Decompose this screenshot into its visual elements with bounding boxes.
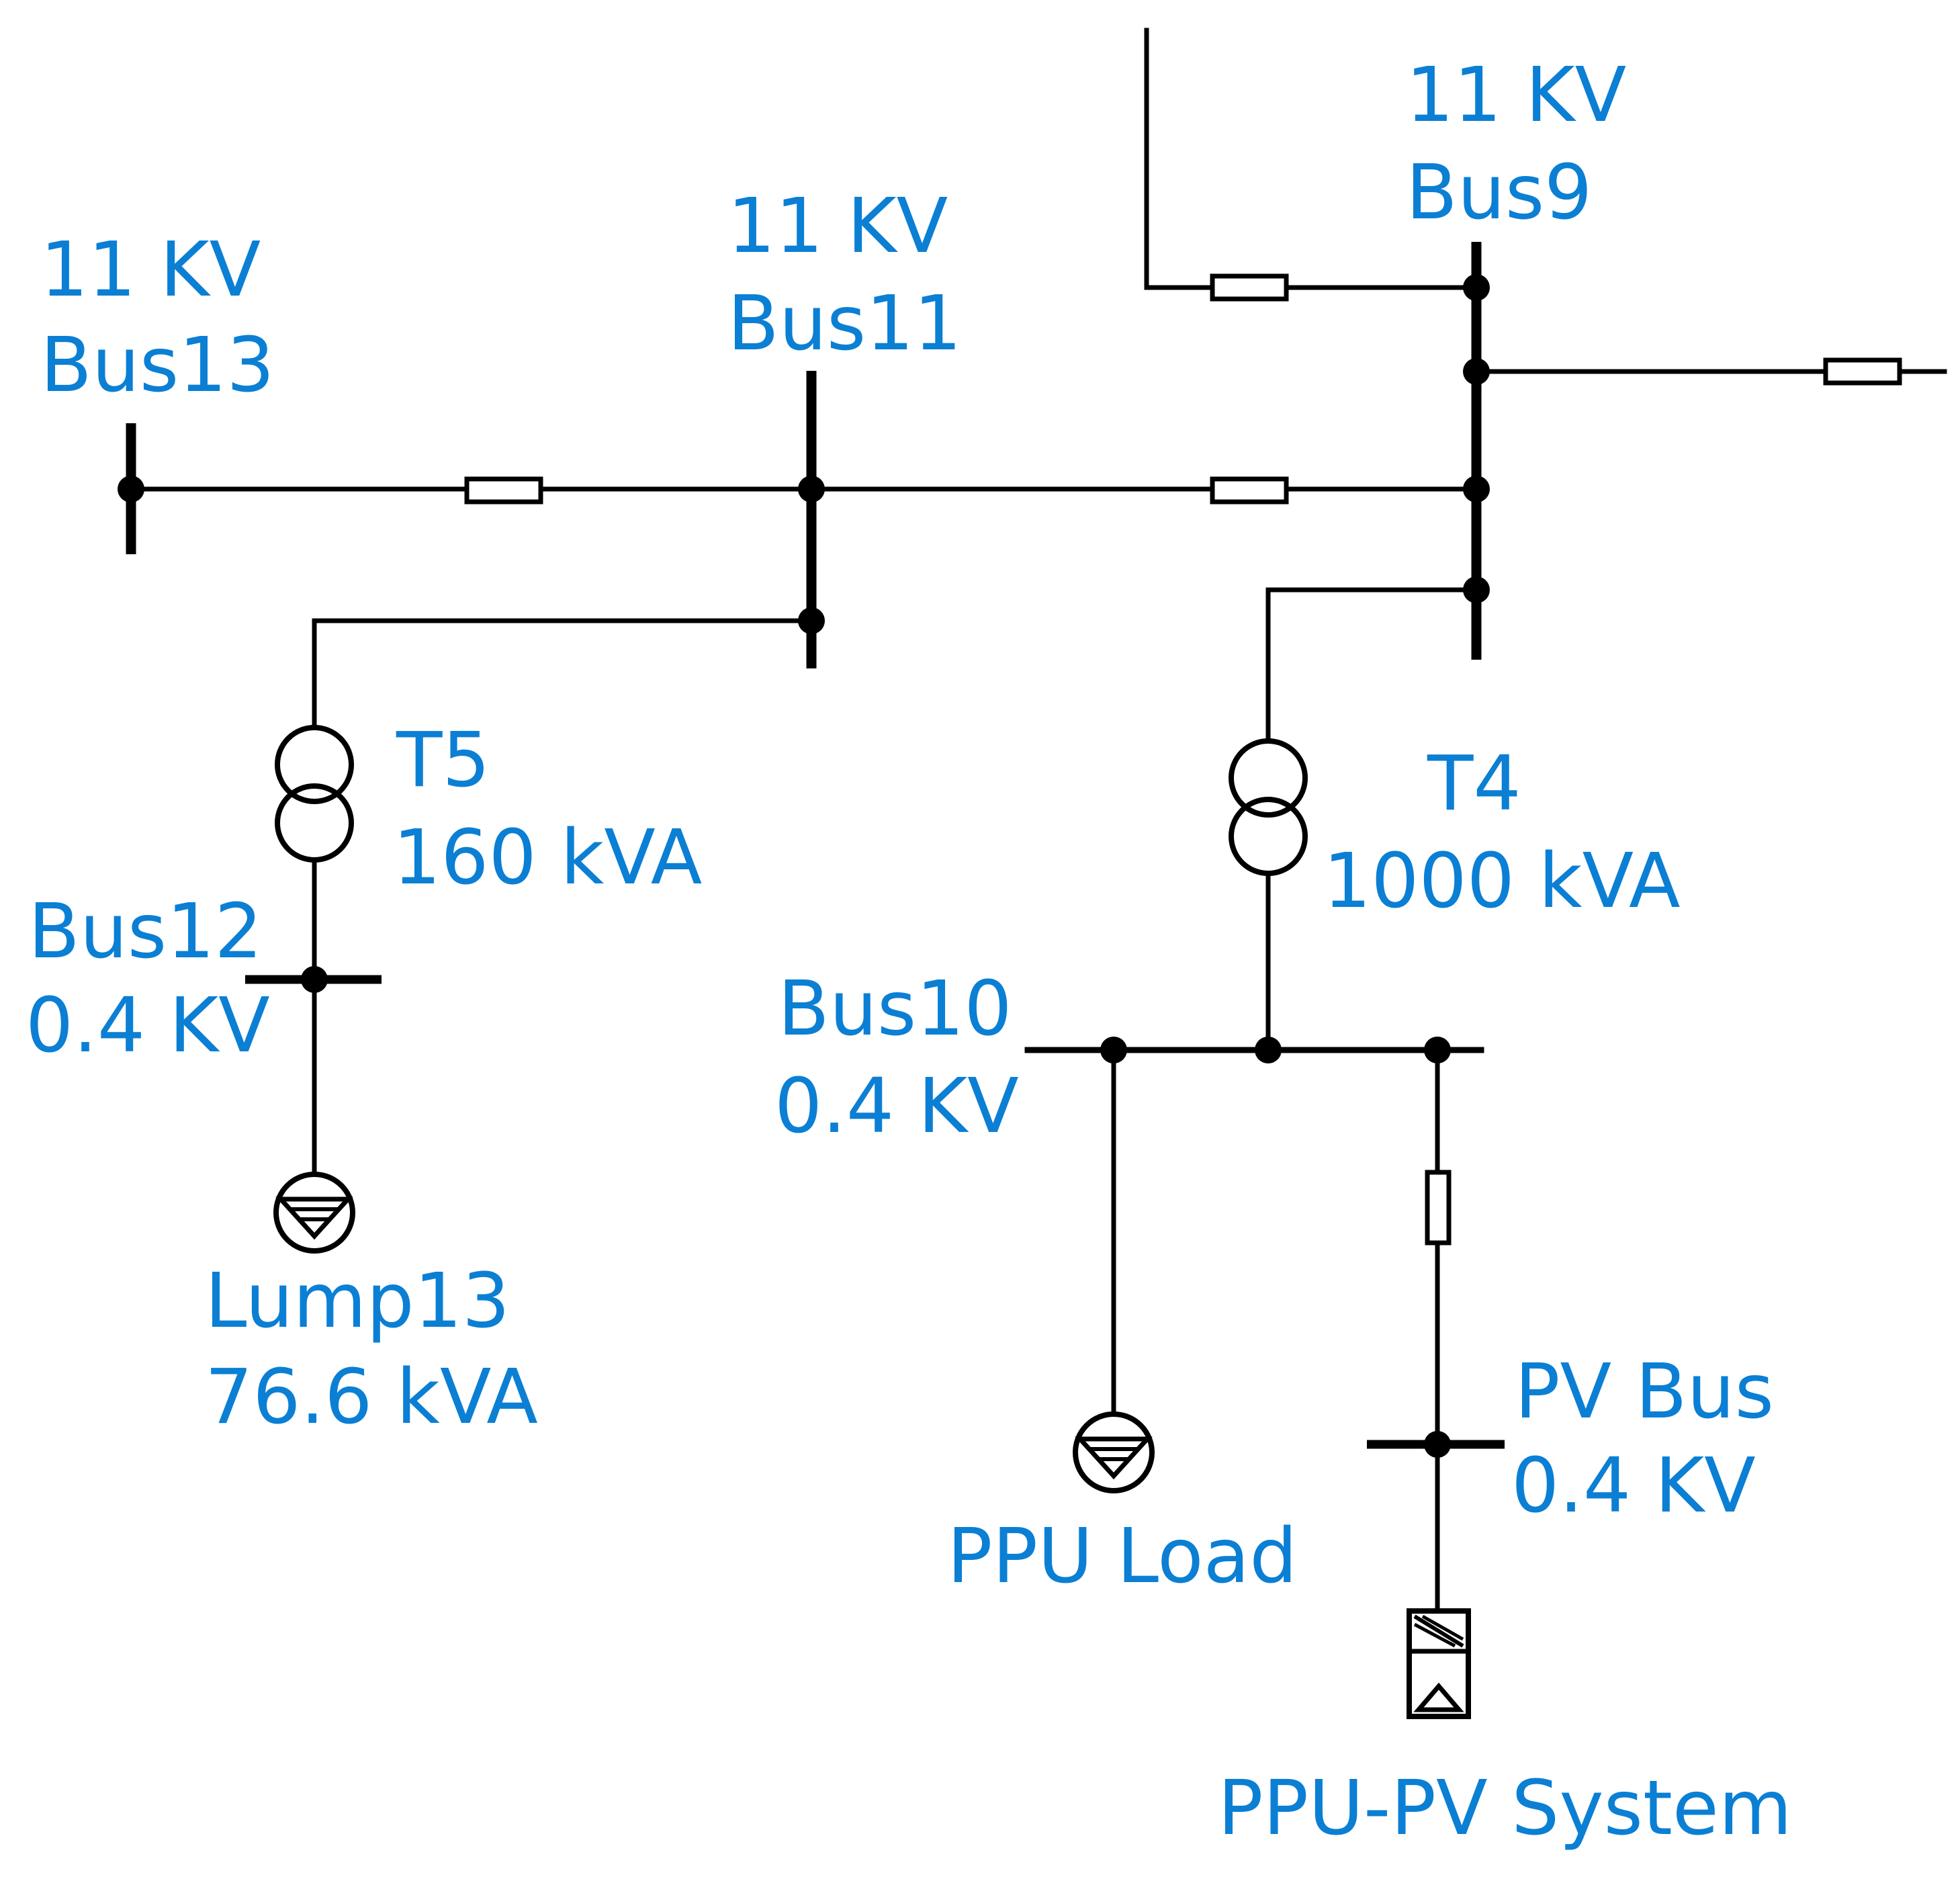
lump13-name-label: Lump13: [205, 1258, 510, 1345]
feeder-bus9-t4[interactable]: [1265, 587, 1479, 744]
t5-name-label: T5: [396, 717, 490, 804]
t4-name-label: T4: [1427, 740, 1521, 828]
t4-branch: [1024, 738, 1505, 1719]
bus9-name-label: Bus9: [1406, 149, 1592, 236]
t4-rating-label: 1000 kVA: [1323, 838, 1681, 925]
bus10-voltage-label: 0.4 KV: [774, 1063, 1019, 1150]
line-impedance-incoming[interactable]: [1210, 273, 1289, 302]
bus13-name-label: Bus13: [40, 322, 275, 409]
lump13-load-icon[interactable]: [273, 1172, 355, 1254]
bus12-name-label: Bus12: [28, 888, 263, 975]
feeder-bus11-t5[interactable]: [312, 618, 814, 730]
pv-bus-voltage-label: 0.4 KV: [1511, 1442, 1756, 1530]
node-bus11-t5: [798, 607, 825, 634]
ppu-load-label: PPU Load: [947, 1513, 1297, 1600]
lump13-rating-label: 76.6 kVA: [205, 1354, 538, 1441]
ppu-load-icon[interactable]: [1073, 1411, 1155, 1493]
line-impedance-pv[interactable]: [1425, 1170, 1452, 1246]
node-bus9-t4: [1463, 576, 1490, 603]
node-bus9-line: [1463, 476, 1490, 503]
bus11-voltage-label: 11 KV: [727, 183, 948, 270]
node-bus11-line: [798, 476, 825, 503]
line-impedance-bus11-bus9[interactable]: [1210, 476, 1289, 505]
bus10-name-label: Bus10: [778, 965, 1012, 1053]
bus9-voltage-label: 11 KV: [1406, 52, 1626, 139]
transformer-t4-icon[interactable]: [1229, 738, 1308, 876]
transformer-t5-icon[interactable]: [275, 725, 354, 863]
line-impedance-bus13-bus11[interactable]: [464, 476, 543, 505]
bus13-voltage-label: 11 KV: [40, 226, 261, 314]
t5-rating-label: 160 kVA: [393, 814, 702, 902]
pv-inverter-icon[interactable]: [1407, 1608, 1471, 1719]
line-impedance-outgoing[interactable]: [1823, 357, 1902, 386]
node-bus13: [118, 476, 144, 503]
pv-bus-name-label: PV Bus: [1515, 1348, 1774, 1436]
node-bus10-t4: [1255, 1037, 1282, 1063]
node-pv-bus: [1424, 1431, 1451, 1458]
labels: 11 KV Bus13 11 KV Bus11 11 KV Bus9 T5 16…: [26, 52, 1792, 1852]
hv-network: [118, 28, 1947, 744]
pv-system-label: PPU-PV System: [1218, 1765, 1792, 1852]
node-bus12: [301, 966, 328, 993]
bus11-name-label: Bus11: [727, 280, 962, 367]
node-bus9-incoming: [1463, 274, 1490, 301]
bus12-voltage-label: 0.4 KV: [26, 982, 270, 1070]
node-bus9-outgoing: [1463, 358, 1490, 385]
t5-branch: [245, 725, 382, 1254]
